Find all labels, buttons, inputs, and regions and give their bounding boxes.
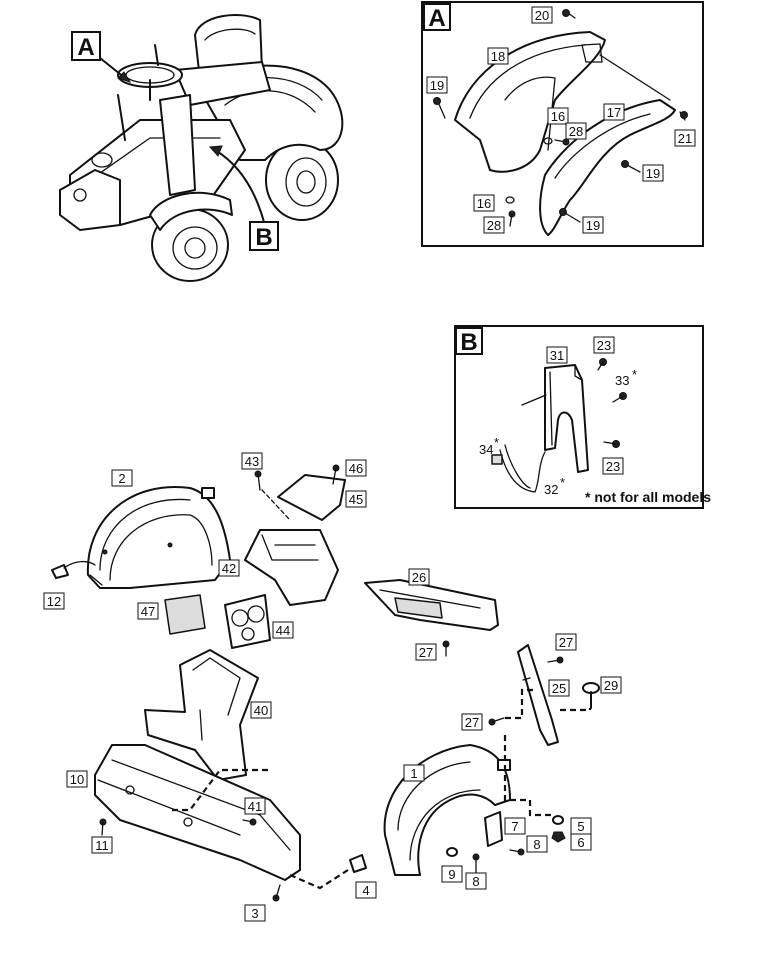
- svg-text:43: 43: [245, 454, 259, 469]
- svg-text:19: 19: [586, 218, 600, 233]
- inset-a-labels: 20 18 19 16 28 17 21 19 16 28 19: [426, 6, 696, 234]
- svg-text:32: 32: [544, 482, 558, 497]
- svg-text:16: 16: [477, 196, 491, 211]
- inset-b-labels: 31 23 33 * 34 * 23 32 * * not for all mo…: [479, 336, 711, 505]
- svg-text:11: 11: [95, 838, 109, 853]
- svg-text:33: 33: [615, 373, 629, 388]
- overview-callout-b: B: [208, 145, 279, 251]
- inset-a: A 20 18 19 1: [421, 1, 704, 247]
- svg-text:27: 27: [419, 645, 433, 660]
- svg-text:20: 20: [535, 8, 549, 23]
- svg-text:9: 9: [448, 867, 455, 882]
- svg-text:29: 29: [604, 678, 618, 693]
- svg-text:27: 27: [465, 715, 479, 730]
- svg-text:21: 21: [678, 131, 692, 146]
- svg-text:28: 28: [569, 124, 583, 139]
- tractor-overview-illustration: [59, 14, 344, 282]
- svg-text:*: *: [494, 435, 499, 450]
- svg-text:5: 5: [577, 819, 584, 834]
- exploded-parts: [51, 464, 600, 902]
- svg-text:*: *: [560, 475, 565, 490]
- svg-text:8: 8: [472, 874, 479, 889]
- svg-text:12: 12: [47, 594, 61, 609]
- svg-text:42: 42: [222, 561, 236, 576]
- svg-text:*: *: [632, 367, 637, 382]
- svg-text:16: 16: [551, 109, 565, 124]
- exploded-parts-labels: 2 12 43 46 45 42 47 44 26 27 27 25 29 27…: [43, 452, 622, 922]
- svg-text:3: 3: [251, 906, 258, 921]
- svg-text:B: B: [255, 224, 272, 251]
- svg-text:17: 17: [607, 105, 621, 120]
- svg-text:45: 45: [349, 492, 363, 507]
- svg-text:19: 19: [430, 78, 444, 93]
- svg-text:41: 41: [248, 799, 262, 814]
- svg-text:23: 23: [606, 459, 620, 474]
- svg-text:26: 26: [412, 570, 426, 585]
- svg-text:46: 46: [349, 461, 363, 476]
- svg-text:25: 25: [552, 681, 566, 696]
- svg-text:34: 34: [479, 442, 493, 457]
- svg-text:6: 6: [577, 835, 584, 850]
- overview-callout-a: A: [71, 31, 132, 83]
- svg-text:40: 40: [254, 703, 268, 718]
- svg-text:1: 1: [410, 766, 417, 781]
- svg-text:19: 19: [646, 166, 660, 181]
- svg-text:8: 8: [533, 837, 540, 852]
- svg-text:4: 4: [362, 883, 369, 898]
- svg-text:7: 7: [511, 819, 518, 834]
- svg-text:47: 47: [141, 604, 155, 619]
- svg-text:28: 28: [487, 218, 501, 233]
- svg-text:18: 18: [491, 49, 505, 64]
- svg-text:10: 10: [70, 772, 84, 787]
- svg-text:B: B: [460, 329, 477, 356]
- svg-text:A: A: [77, 34, 94, 61]
- inset-b: B 31 23 33 * 34 * 23 32 * * not for all …: [454, 325, 711, 509]
- inset-b-footnote: * not for all models: [585, 489, 711, 505]
- svg-text:44: 44: [276, 623, 290, 638]
- svg-text:27: 27: [559, 635, 573, 650]
- svg-text:A: A: [428, 5, 445, 32]
- svg-text:2: 2: [118, 471, 125, 486]
- svg-text:23: 23: [597, 338, 611, 353]
- svg-text:31: 31: [550, 348, 564, 363]
